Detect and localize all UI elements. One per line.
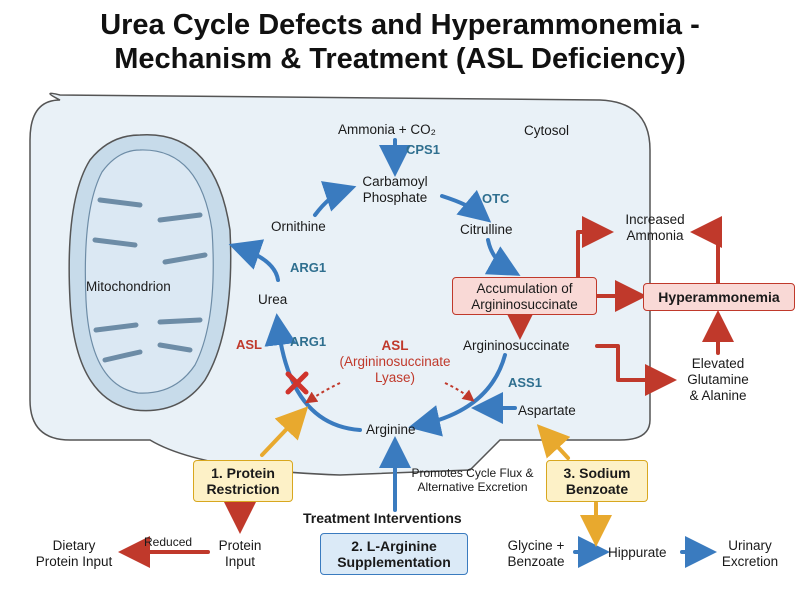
cytosol-label: Cytosol xyxy=(524,123,570,138)
l-arginine-line-2: Supplementation xyxy=(337,554,451,570)
urinary-line-1: Urinary xyxy=(728,538,772,553)
increased-ammonia-line-2: Ammonia xyxy=(626,228,684,243)
argininosuccinate-label: Argininosuccinate xyxy=(463,338,570,353)
arrow-benzoate-to-aspartate xyxy=(536,424,571,460)
promotes-line-1: Promotes Cycle Flux & xyxy=(411,466,534,480)
l-arginine-box: 2. L-Arginine Supplementation xyxy=(320,533,468,575)
increased-ammonia-line-1: Increased xyxy=(625,212,685,227)
asl-full-name-line-2: Lyase) xyxy=(374,370,416,385)
sodium-benzoate-box: 3. Sodium Benzoate xyxy=(546,460,648,502)
page-title: Urea Cycle Defects and Hyperammonemia - … xyxy=(0,8,800,76)
reduced-label: Reduced xyxy=(144,535,193,549)
arrow-accumulation-to-increased-ammonia xyxy=(576,216,614,280)
urea-label: Urea xyxy=(258,292,288,307)
enzyme-otc: OTC xyxy=(482,191,510,206)
elevated-line-2: Glutamine xyxy=(687,372,749,387)
asl-enzyme-description: ASL (Argininosuccinate Lyase) xyxy=(330,338,460,386)
arrow-protein-restriction-to-cycle xyxy=(260,406,309,457)
elevated-line-3: & Alanine xyxy=(689,388,747,403)
promotes-line-2: Alternative Excretion xyxy=(417,480,528,494)
protein-restriction-line-2: Restriction xyxy=(206,481,280,497)
carbamoyl-line-2: Phosphate xyxy=(362,190,428,205)
glycine-benzoate-label: Glycine + Benzoate xyxy=(498,538,574,570)
asl-full-name-line-1: (Argininosuccinate xyxy=(339,354,451,369)
asl-dotted-arrow-right xyxy=(444,382,475,402)
protein-input-label: Protein Input xyxy=(210,538,270,570)
accumulation-line-1: Accumulation of xyxy=(476,281,573,296)
treatment-interventions-header: Treatment Interventions xyxy=(303,510,462,526)
glycine-line-1: Glycine + xyxy=(507,538,565,553)
urinary-excretion-label: Urinary Excretion xyxy=(712,538,788,570)
carbamoyl-line-1: Carbamoyl xyxy=(362,174,428,189)
enzyme-arg1-top: ARG1 xyxy=(290,260,327,275)
arrow-argininosuccinate-to-elevated xyxy=(595,344,677,396)
blocked-x-icon xyxy=(285,371,309,395)
dietary-protein-input-label: Dietary Protein Input xyxy=(24,538,124,570)
accumulation-box: Accumulation of Argininosuccinate xyxy=(452,277,597,315)
aspartate-label: Aspartate xyxy=(518,403,576,418)
protein-input-line-1: Protein xyxy=(218,538,262,553)
hippurate-label: Hippurate xyxy=(608,545,667,560)
elevated-glutamine-label: Elevated Glutamine & Alanine xyxy=(672,356,764,404)
enzyme-asl-left: ASL xyxy=(236,337,262,352)
protein-restriction-box: 1. Protein Restriction xyxy=(193,460,293,502)
arrow-ornithine-to-carbamoyl xyxy=(313,181,357,217)
arrow-hyperammonemia-to-increased-ammonia xyxy=(690,216,722,285)
mitochondrion-label: Mitochondrion xyxy=(86,279,171,294)
protein-restriction-line-1: 1. Protein xyxy=(211,465,275,481)
elevated-line-1: Elevated xyxy=(691,356,745,371)
asl-dotted-arrow-left xyxy=(305,382,341,404)
carbamoyl-phosphate-label: Carbamoyl Phosphate xyxy=(355,174,435,206)
arrow-carbamoyl-to-citrulline xyxy=(440,189,492,223)
arrow-urea-to-ornithine xyxy=(228,239,280,282)
enzyme-arg1-bottom: ARG1 xyxy=(290,334,327,349)
arginine-label: Arginine xyxy=(366,422,416,437)
increased-ammonia-label: Increased Ammonia xyxy=(612,212,698,244)
accumulation-line-2: Argininosuccinate xyxy=(471,297,578,312)
enzyme-ass1: ASS1 xyxy=(508,375,542,390)
sodium-benzoate-line-1: 3. Sodium xyxy=(563,465,631,481)
title-line-1: Urea Cycle Defects and Hyperammonemia - xyxy=(100,9,700,41)
citrulline-label: Citrulline xyxy=(460,222,513,237)
ammonia-co2-label: Ammonia + CO₂ xyxy=(338,122,436,137)
enzyme-cps1: CPS1 xyxy=(406,142,440,157)
ornithine-label: Ornithine xyxy=(271,219,326,234)
l-arginine-line-1: 2. L-Arginine xyxy=(351,538,437,554)
sodium-benzoate-line-2: Benzoate xyxy=(565,481,629,497)
mitochondrion-shape xyxy=(68,134,232,412)
arrow-citrulline-to-accumulation xyxy=(484,238,521,276)
arrow-arginine-to-urea xyxy=(264,313,362,432)
title-line-2: Mechanism & Treatment (ASL Deficiency) xyxy=(114,43,686,75)
promotes-cycle-flux-label: Promotes Cycle Flux & Alternative Excret… xyxy=(405,466,540,494)
dietary-line-1: Dietary xyxy=(52,538,96,553)
urinary-line-2: Excretion xyxy=(721,554,779,569)
hyperammonemia-box: Hyperammonemia xyxy=(643,283,795,311)
dietary-line-2: Protein Input xyxy=(35,554,113,569)
protein-input-line-2: Input xyxy=(224,554,256,569)
asl-center-label: ASL xyxy=(381,338,409,353)
glycine-line-2: Benzoate xyxy=(507,554,565,569)
